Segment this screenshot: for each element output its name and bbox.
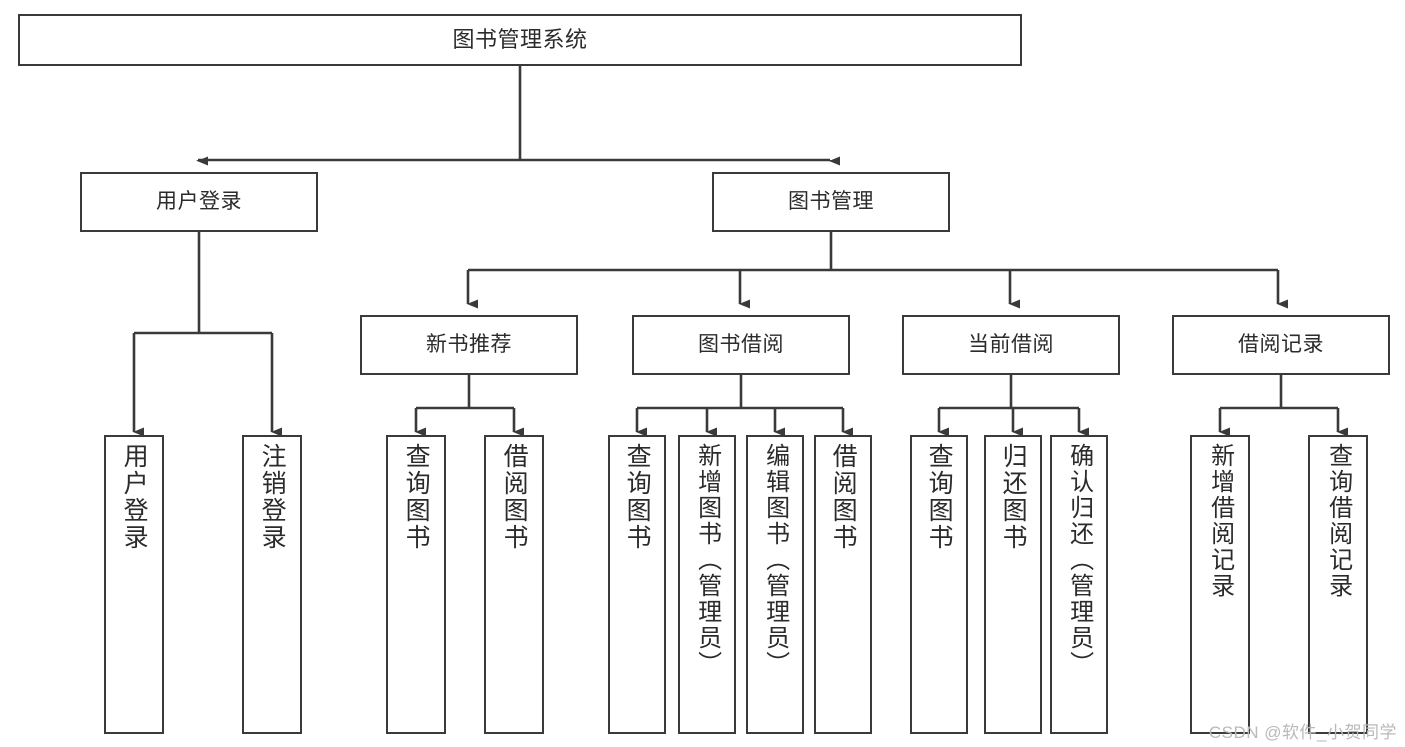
leaf-borrow-book-2[interactable]: 借阅图书 (814, 435, 872, 734)
leaf-borrow-book-1-label: 借阅图书 (500, 443, 529, 551)
node-new-book-recommend[interactable]: 新书推荐 (360, 315, 578, 375)
leaf-confirm-return[interactable]: 确认归还（管理员） (1050, 435, 1108, 734)
node-book-manage[interactable]: 图书管理 (712, 172, 950, 232)
node-book-borrow[interactable]: 图书借阅 (632, 315, 850, 375)
node-root[interactable]: 图书管理系统 (18, 14, 1022, 66)
node-root-label: 图书管理系统 (452, 27, 588, 53)
leaf-add-borrow-record-label: 新增借阅记录 (1206, 443, 1234, 599)
leaf-add-book[interactable]: 新增图书（管理员） (678, 435, 736, 734)
edge-layer (132, 66, 1348, 437)
watermark: CSDN @软件_小贺同学 (1208, 723, 1397, 742)
leaf-query-book-2-label: 查询图书 (623, 443, 652, 551)
node-book-borrow-label: 图书借阅 (698, 332, 784, 356)
leaf-return-book[interactable]: 归还图书 (984, 435, 1042, 734)
node-book-manage-label: 图书管理 (788, 189, 874, 213)
leaf-add-book-label: 新增图书（管理员） (693, 443, 721, 677)
leaf-add-borrow-record[interactable]: 新增借阅记录 (1190, 435, 1250, 734)
leaf-query-book-1-label: 查询图书 (402, 443, 431, 551)
leaf-logout-login-label: 注销登录 (258, 443, 287, 551)
node-user-login-label: 用户登录 (156, 189, 242, 213)
node-borrow-record[interactable]: 借阅记录 (1172, 315, 1390, 375)
node-current-borrow-label: 当前借阅 (968, 332, 1054, 356)
node-user-login[interactable]: 用户登录 (80, 172, 318, 232)
leaf-confirm-return-label: 确认归还（管理员） (1065, 443, 1093, 677)
leaf-query-book-2[interactable]: 查询图书 (608, 435, 666, 734)
leaf-query-book-3-label: 查询图书 (925, 443, 954, 551)
leaf-query-borrow-record-label: 查询借阅记录 (1324, 443, 1352, 599)
node-current-borrow[interactable]: 当前借阅 (902, 315, 1120, 375)
leaf-user-login[interactable]: 用户登录 (104, 435, 164, 734)
leaf-query-borrow-record[interactable]: 查询借阅记录 (1308, 435, 1368, 734)
leaf-edit-book-label: 编辑图书（管理员） (761, 443, 789, 677)
leaf-return-book-label: 归还图书 (999, 443, 1028, 551)
leaf-borrow-book-1[interactable]: 借阅图书 (484, 435, 544, 734)
leaf-query-book-3[interactable]: 查询图书 (910, 435, 968, 734)
node-borrow-record-label: 借阅记录 (1238, 332, 1324, 356)
leaf-edit-book[interactable]: 编辑图书（管理员） (746, 435, 804, 734)
leaf-logout-login[interactable]: 注销登录 (242, 435, 302, 734)
leaf-user-login-label: 用户登录 (120, 443, 149, 551)
leaf-query-book-1[interactable]: 查询图书 (386, 435, 446, 734)
node-new-book-recommend-label: 新书推荐 (426, 332, 512, 356)
leaf-borrow-book-2-label: 借阅图书 (829, 443, 858, 551)
